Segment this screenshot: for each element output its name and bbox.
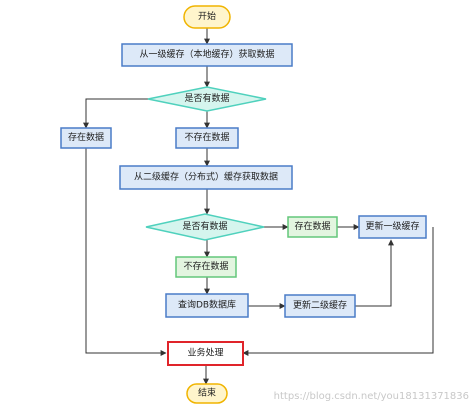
node-start: 开始 (183, 5, 231, 29)
node-update-level1: 更新一级缓存 (358, 215, 427, 239)
node-decision-1-label: 是否有数据 (184, 92, 229, 104)
node-not-exists-2: 不存在数据 (175, 256, 237, 278)
node-end: 结束 (186, 383, 228, 404)
node-update-level2-label: 更新二级缓存 (293, 299, 347, 311)
node-not-exists-2-label: 不存在数据 (183, 260, 228, 272)
node-end-label: 结束 (198, 387, 216, 399)
edge-updatel2-to-updatel1 (355, 239, 394, 307)
node-exists-2-label: 存在数据 (294, 220, 330, 232)
node-update-level1-label: 更新一级缓存 (365, 220, 419, 232)
edge-exists1-to-business (85, 148, 167, 356)
node-distributed-cache: 从二级缓存（分布式）缓存获取数据 (119, 165, 293, 190)
node-start-label: 开始 (198, 10, 216, 22)
connectors (83, 28, 434, 385)
edge-decision1-to-exists1 (83, 98, 148, 129)
node-local-cache: 从一级缓存（本地缓存）获取数据 (121, 43, 293, 67)
node-query-db-label: 查询DB数据库 (178, 299, 236, 311)
node-decision-2-label: 是否有数据 (182, 220, 227, 232)
node-decision-2: 是否有数据 (145, 213, 265, 241)
node-business: 业务处理 (167, 341, 244, 366)
watermark-text: https://blog.csdn.net/you18131371836 (274, 391, 469, 402)
node-local-cache-label: 从一级缓存（本地缓存）获取数据 (139, 48, 274, 60)
node-update-level2: 更新二级缓存 (284, 294, 356, 318)
node-decision-1: 是否有数据 (147, 86, 267, 112)
node-distributed-cache-label: 从二级缓存（分布式）缓存获取数据 (134, 171, 278, 183)
node-exists-1-label: 存在数据 (68, 131, 104, 143)
node-not-exists-1: 不存在数据 (175, 127, 239, 149)
node-exists-1: 存在数据 (60, 127, 112, 149)
node-not-exists-1-label: 不存在数据 (184, 131, 229, 143)
node-query-db: 查询DB数据库 (165, 293, 249, 318)
edge-updatel1-to-business (242, 227, 434, 356)
node-exists-2: 存在数据 (287, 216, 338, 238)
node-business-label: 业务处理 (187, 347, 223, 359)
